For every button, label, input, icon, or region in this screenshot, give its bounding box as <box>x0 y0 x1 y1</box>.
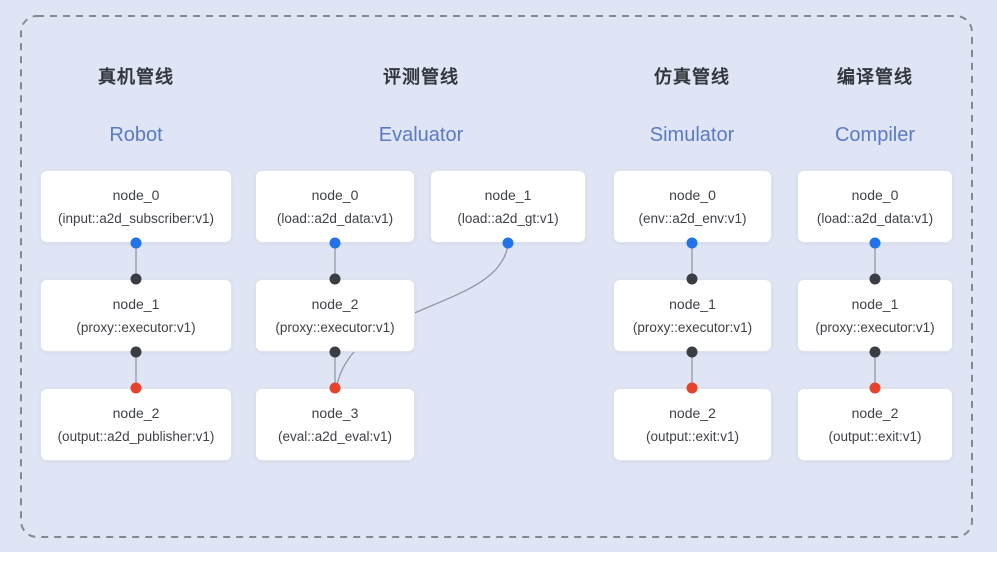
node-type: (input::a2d_subscriber:v1) <box>57 211 215 226</box>
node-card-compiler-1: node_1 (proxy::executor:v1) <box>797 279 953 352</box>
node-type: (output::exit:v1) <box>828 429 922 444</box>
node-type: (proxy::executor:v1) <box>275 320 395 335</box>
bypass-edge <box>336 244 509 386</box>
pipeline-title-en-evaluator: Evaluator <box>378 124 464 146</box>
node-card-evaluator-3: node_3 (eval::a2d_eval:v1) <box>255 388 415 461</box>
node-type: (output::exit:v1) <box>645 429 740 444</box>
node-card-evaluator-2: node_2 (proxy::executor:v1) <box>255 279 415 352</box>
node-type: (load::a2d_data:v1) <box>816 211 934 226</box>
node-name: node_0 <box>112 187 160 203</box>
node-card-simulator-2: node_2 (output::exit:v1) <box>613 388 772 461</box>
node-type: (proxy::executor:v1) <box>76 320 196 335</box>
node-card-evaluator-0: node_0 (load::a2d_data:v1) <box>255 170 415 243</box>
node-type: (load::a2d_gt:v1) <box>457 211 559 226</box>
node-card-evaluator-1: node_1 (load::a2d_gt:v1) <box>430 170 586 243</box>
node-name: node_1 <box>484 187 532 203</box>
node-name: node_2 <box>311 296 359 312</box>
node-name: node_0 <box>669 187 716 203</box>
node-name: node_0 <box>851 187 899 203</box>
node-type: (load::a2d_data:v1) <box>276 211 394 226</box>
node-type: (eval::a2d_eval:v1) <box>277 429 393 444</box>
node-card-simulator-0: node_0 (env::a2d_env:v1) <box>613 170 772 243</box>
dashed-border <box>20 15 973 538</box>
node-type: (output::a2d_publisher:v1) <box>57 429 215 444</box>
node-name: node_2 <box>851 405 899 421</box>
node-type: (proxy::executor:v1) <box>632 320 753 335</box>
node-type: (env::a2d_env:v1) <box>638 211 747 226</box>
pipeline-title-zh-simulator: 仿真管线 <box>654 67 730 87</box>
node-name: node_2 <box>112 405 160 421</box>
node-name: node_1 <box>669 296 716 312</box>
pipeline-title-zh-evaluator: 评测管线 <box>383 67 459 87</box>
pipeline-title-en-robot: Robot <box>109 124 163 146</box>
node-card-robot-2: node_2 (output::a2d_publisher:v1) <box>40 388 232 461</box>
node-card-compiler-0: node_0 (load::a2d_data:v1) <box>797 170 953 243</box>
pipeline-title-en-simulator: Simulator <box>649 124 735 146</box>
pipeline-title-en-compiler: Compiler <box>834 124 916 146</box>
node-card-robot-0: node_0 (input::a2d_subscriber:v1) <box>40 170 232 243</box>
pipeline-title-zh-compiler: 编译管线 <box>837 67 913 87</box>
node-name: node_2 <box>669 405 716 421</box>
node-name: node_1 <box>851 296 899 312</box>
node-card-simulator-1: node_1 (proxy::executor:v1) <box>613 279 772 352</box>
node-type: (proxy::executor:v1) <box>815 320 935 335</box>
node-card-compiler-2: node_2 (output::exit:v1) <box>797 388 953 461</box>
pipeline-title-zh-robot: 真机管线 <box>98 67 174 87</box>
node-name: node_0 <box>311 187 359 203</box>
node-name: node_3 <box>311 405 359 421</box>
node-name: node_1 <box>112 296 160 312</box>
node-card-robot-1: node_1 (proxy::executor:v1) <box>40 279 232 352</box>
